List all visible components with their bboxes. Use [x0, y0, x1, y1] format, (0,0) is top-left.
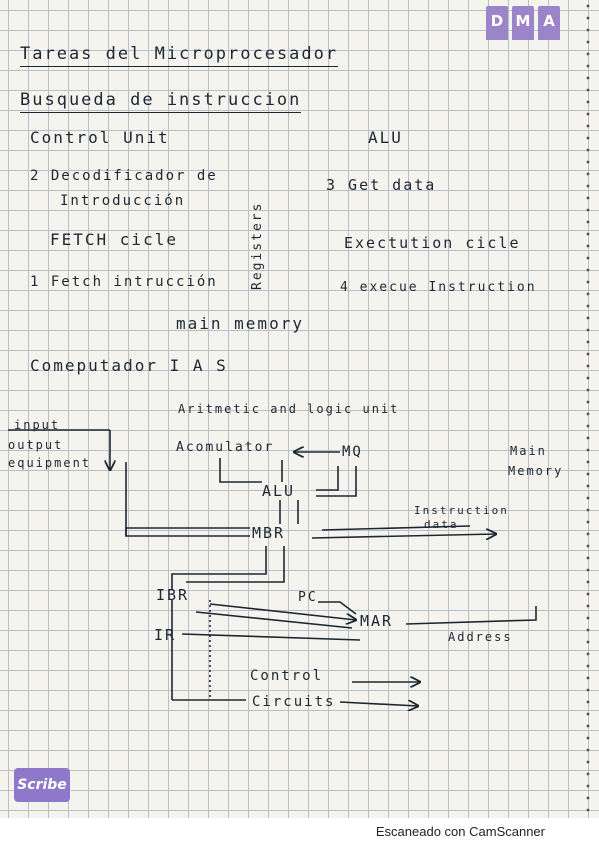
mbr-to-memory-arrow [311, 534, 496, 538]
diagram-pc-label: PC [298, 590, 318, 605]
notes-step4: 4 execue Instruction [340, 280, 537, 295]
diagram-output-label: output [8, 438, 64, 452]
diagram-circuits-label: Circuits [252, 694, 336, 710]
diagram-arith-label: Aritmetic and logic unit [178, 402, 400, 416]
diagram-mq-label: MQ [342, 444, 363, 460]
notes-execution-cycle: Exectution cicle [344, 234, 521, 252]
notes-step2-b: Introducción [60, 193, 186, 209]
diagram-instruction-label: Instruction [414, 504, 509, 517]
diagram-ir-label: IR [154, 626, 177, 644]
diagram-control-label: Control [250, 668, 324, 684]
brand-tab: M [512, 6, 534, 40]
ibr-to-mar-arrow [209, 603, 356, 620]
acc-to-alu-line [219, 458, 262, 483]
scanner-footer: Escaneado con CamScanner [0, 818, 599, 848]
brand-tabs: D M A [486, 6, 560, 40]
diagram-alu-label: ALU [262, 482, 296, 500]
mbr-memory-line [321, 525, 471, 531]
diagram-mar-label: MAR [360, 612, 394, 630]
notes-search: Busqueda de instruccion [20, 90, 302, 113]
alu-to-mq-line [316, 466, 339, 491]
ibr-mar-line [195, 611, 353, 629]
mbr-to-ibr-line-2 [186, 546, 285, 583]
io-to-mbr-line-2 [125, 527, 250, 536]
notes-computer: Comeputador I A S [30, 356, 228, 375]
notes-control-unit: Control Unit [30, 128, 170, 147]
pc-to-mar-line [318, 601, 357, 615]
diagram-equipment-label: equipment [8, 456, 92, 470]
notes-fetch-cycle: FETCH cicle [50, 230, 178, 249]
diagram-ibr-label: IBR [156, 586, 190, 604]
mar-to-address-line [405, 606, 537, 625]
diagram-acumulator-label: Acomulator [176, 440, 275, 455]
spiral-binding [585, 0, 591, 818]
brand-tab: D [486, 6, 508, 40]
ir-to-mar-line [181, 633, 361, 641]
notes-step2: 2 Decodificador de [30, 168, 218, 184]
scanner-footer-text: Escaneado con CamScanner [375, 824, 545, 839]
alu-to-mq-line-2 [316, 466, 357, 497]
notebook-page: D M A Tareas del Microprocesador Busqued… [0, 0, 599, 818]
diagram-address-label: Address [448, 630, 513, 644]
ias-diagram [8, 429, 537, 818]
notes-alu-heading: ALU [368, 128, 403, 147]
diagram-input-label: input [14, 418, 61, 432]
circuits-arrow [339, 702, 418, 706]
diagram-mbr-label: MBR [252, 524, 286, 542]
mbr-to-ibr-line [171, 546, 267, 590]
notes-step1: 1 Fetch intrucción [30, 274, 218, 290]
brand-tab: A [538, 6, 560, 40]
notes-step3: 3 Get data [326, 176, 437, 194]
diagram-memory-label: Memory [508, 464, 564, 478]
notes-main-memory: main memory [176, 314, 304, 333]
notes-title: Tareas del Microprocesador [20, 44, 339, 67]
diagram-main-label: Main [510, 444, 547, 458]
scribe-logo: Scribe [14, 768, 70, 802]
io-to-mbr-line [125, 462, 250, 537]
